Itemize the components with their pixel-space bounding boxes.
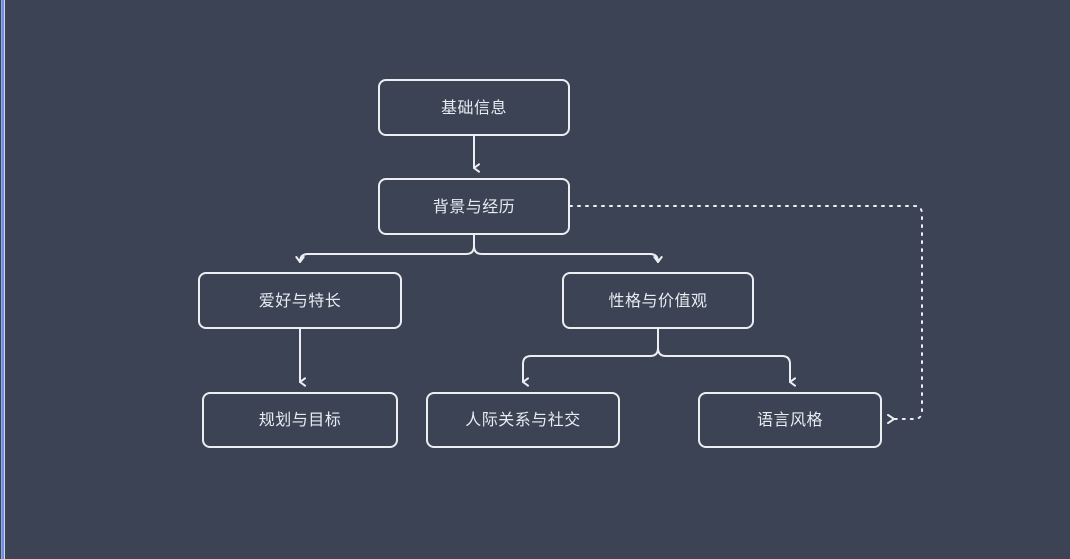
node-language-style[interactable]: 语言风格 — [698, 392, 882, 448]
node-label: 性格与价值观 — [608, 290, 708, 310]
node-personality-values[interactable]: 性格与价值观 — [562, 272, 754, 329]
node-label: 语言风格 — [756, 410, 823, 429]
node-plans-goals[interactable]: 规划与目标 — [202, 392, 398, 448]
node-label: 规划与目标 — [258, 410, 342, 429]
edge-background-to-personality — [473, 234, 665, 267]
edge-personality-to-social — [521, 328, 659, 387]
node-background-experience[interactable]: 背景与经历 — [378, 178, 570, 235]
edge-background-to-hobbies — [298, 234, 475, 267]
node-hobbies-strengths[interactable]: 爱好与特长 — [198, 272, 402, 329]
node-label: 背景与经历 — [432, 196, 516, 216]
node-basic-info[interactable]: 基础信息 — [378, 79, 570, 136]
edge-personality-to-language-style — [657, 328, 796, 387]
node-label: 人际关系与社交 — [465, 410, 581, 429]
left-edge-accent-strip — [0, 0, 6, 559]
node-label: 爱好与特长 — [258, 290, 342, 310]
node-label: 基础信息 — [440, 97, 507, 117]
node-relationships-social[interactable]: 人际关系与社交 — [426, 392, 620, 448]
